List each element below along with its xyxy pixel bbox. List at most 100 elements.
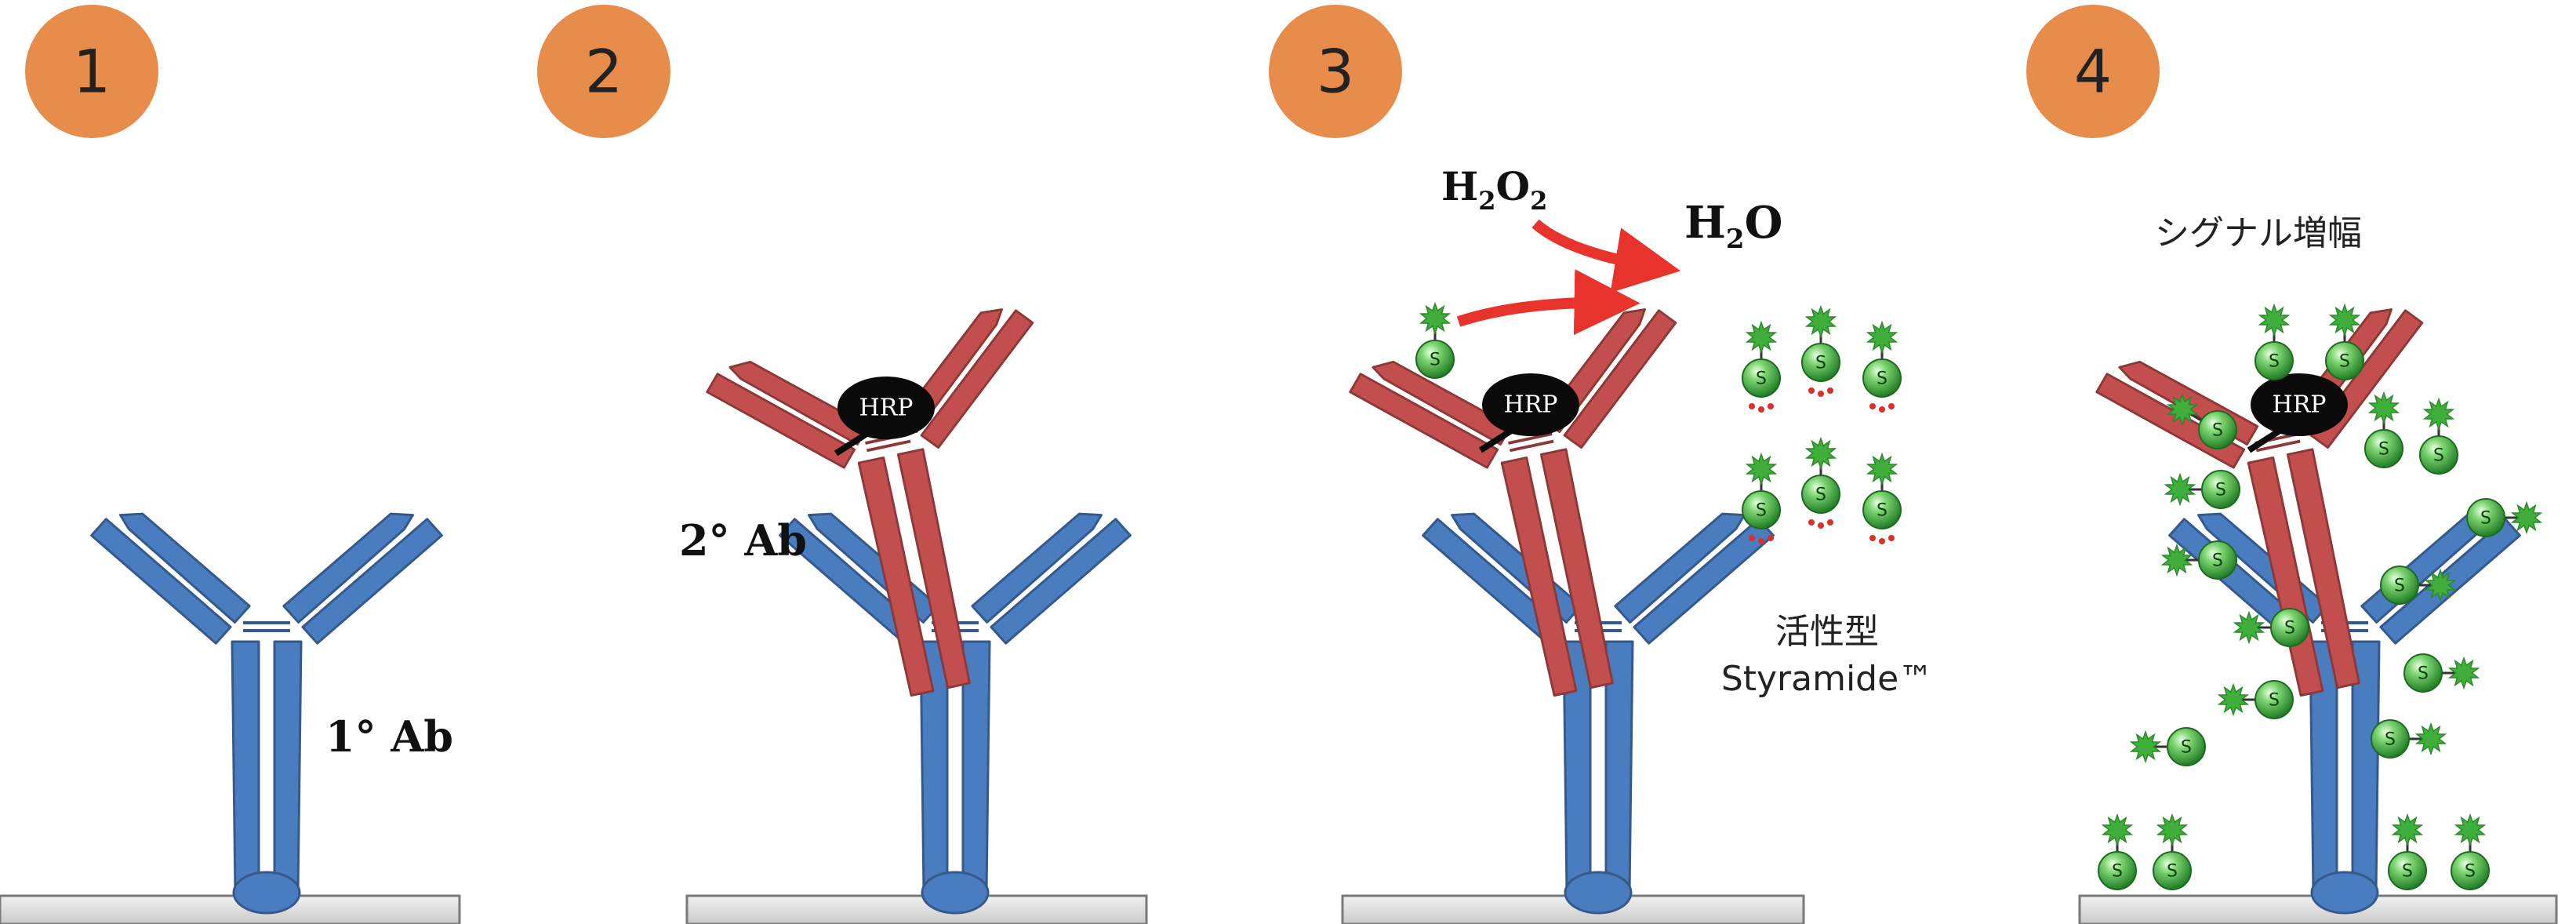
tyramide-symbol: S: [1815, 486, 1826, 505]
deposited-tyramide-1: S: [2254, 303, 2294, 380]
deposited-tyramide-13: S: [2371, 719, 2447, 758]
hrp-panel-4: HRP: [2247, 373, 2348, 453]
fluorophore-star: [2510, 500, 2543, 535]
radical-dot: [1758, 538, 1764, 544]
step-badge-3: 3: [1269, 5, 1402, 138]
activated-tyramide-4: S: [1742, 452, 1781, 544]
tyramide-ball: [2201, 470, 2240, 509]
step-number-1: 1: [73, 37, 111, 107]
tyramide-ball: [1801, 475, 1840, 514]
tyramide-ball: [2098, 851, 2137, 890]
tyramide-symbol: S: [2212, 421, 2223, 441]
deposited-tyramide-11: S: [2403, 653, 2480, 693]
fluorophore-star: [2233, 610, 2265, 645]
tyramide-ball: [2270, 608, 2309, 647]
step-badge-4: 4: [2026, 5, 2160, 138]
signal-amplification-title: シグナル増幅: [2155, 213, 2362, 253]
tyramide-symbol: S: [1877, 369, 1887, 389]
tyramide-symbol: S: [2112, 862, 2123, 882]
deposited-tyramide-15: S: [2098, 813, 2137, 890]
antigen-binding-site: [921, 871, 990, 915]
fc-heavy-chain-right: [2286, 448, 2360, 689]
fluorophore-star: [1745, 452, 1778, 486]
deposited-tyramide-5: S: [2419, 397, 2458, 475]
tyramide-symbol: S: [1756, 501, 1767, 521]
badge-circle: [25, 5, 158, 138]
fc-heavy-chain-left: [1500, 456, 1578, 697]
step-badge-1: 1: [25, 5, 158, 138]
secondary-antibody-panel-3: [1349, 308, 1677, 697]
radical-dots: [1749, 403, 1774, 413]
fluorophore-star: [1804, 304, 1837, 339]
fab-arm-left: [706, 360, 870, 469]
fc-heavy-chain-left: [231, 640, 260, 894]
primary-antibody-panel-4: [2168, 512, 2521, 915]
tyramide-symbol: S: [2215, 481, 2226, 500]
badge-circle: [2026, 5, 2160, 138]
tyramide-ball: [2364, 429, 2403, 468]
hrp-panel-3: HRP: [1478, 373, 1579, 453]
deposited-tyramide-14: S: [2129, 727, 2206, 766]
antigen-binding-site: [1564, 871, 1633, 915]
activated-tyramide-3: S: [1862, 320, 1902, 413]
activated-tyramide-2: S: [1801, 304, 1840, 397]
deposited-tyramide-16: S: [2153, 813, 2192, 890]
hrp-label: HRP: [2273, 391, 2327, 419]
fc-heavy-chain-right: [1539, 448, 1614, 689]
fluorophore-star: [2414, 722, 2447, 756]
activated-tyramide-1: S: [1742, 320, 1781, 413]
hrp-ellipse: [1482, 373, 1579, 436]
tyramide-symbol: S: [2181, 738, 2192, 758]
radical-dot: [1827, 519, 1833, 526]
primary-antibody-panel-1: [90, 512, 443, 915]
badge-circle: [537, 5, 670, 138]
tyramide-ball: [2198, 540, 2237, 580]
tyramide-ball: [1862, 358, 1902, 398]
secondary-antibody-label: 2° Ab: [679, 515, 807, 566]
surfaces: [0, 894, 2558, 924]
product-formula: H2O: [1684, 197, 1782, 255]
antibodies: [90, 308, 2521, 915]
radical-dot: [1869, 403, 1876, 409]
radical-dot: [1749, 403, 1755, 409]
fab-arm-right: [1614, 512, 1775, 645]
activated-tyramide-5: S: [1801, 436, 1840, 529]
deposited-tyramide-10: S: [2233, 608, 2309, 647]
fluorophore-star: [1804, 436, 1837, 471]
radical-dot: [1768, 535, 1774, 541]
tyramide-symbol: S: [2284, 619, 2295, 638]
tyramide-symbol: S: [2212, 551, 2223, 571]
fab-arm-right: [971, 512, 1132, 645]
radical-dot: [1879, 406, 1885, 413]
radical-dot: [1818, 391, 1824, 397]
radical-dot: [1758, 406, 1764, 413]
tyramide-ball: [2198, 410, 2237, 449]
deposited-tyramide-7: S: [2466, 498, 2543, 537]
radical-dots: [1749, 535, 1774, 544]
tyramide-ball: [2254, 680, 2294, 719]
radical-dot: [1879, 538, 1885, 544]
reaction-arrows: [1456, 219, 1681, 336]
tyramide-symbol: S: [2378, 440, 2389, 460]
radical-dots: [1808, 519, 1833, 529]
activated-label-line1: 活性型: [1775, 612, 1879, 652]
deposited-tyramide-8: S: [2160, 540, 2237, 580]
tyramide-symbol: S: [1877, 501, 1887, 521]
radical-dot: [1888, 535, 1895, 541]
tyramide-ball: [2325, 341, 2364, 380]
fluorophore-star: [2391, 813, 2424, 847]
antigen-binding-site: [232, 871, 301, 915]
fluorophore-star: [2328, 303, 2361, 337]
fluorophore-star: [2258, 303, 2291, 337]
fluorophore-star: [2101, 813, 2134, 847]
fab-arm-right: [282, 512, 443, 645]
tyramide-ball: [2451, 851, 2490, 890]
fluorophore-star: [1866, 320, 1898, 355]
fab-arm-left: [90, 512, 251, 645]
fluorophore-star: [1866, 452, 1898, 486]
hrp-label: HRP: [1504, 391, 1558, 419]
antigen-binding-site: [2310, 871, 2379, 915]
fluorophore-star: [2217, 682, 2250, 717]
tyramide-symbol: S: [2269, 352, 2280, 372]
